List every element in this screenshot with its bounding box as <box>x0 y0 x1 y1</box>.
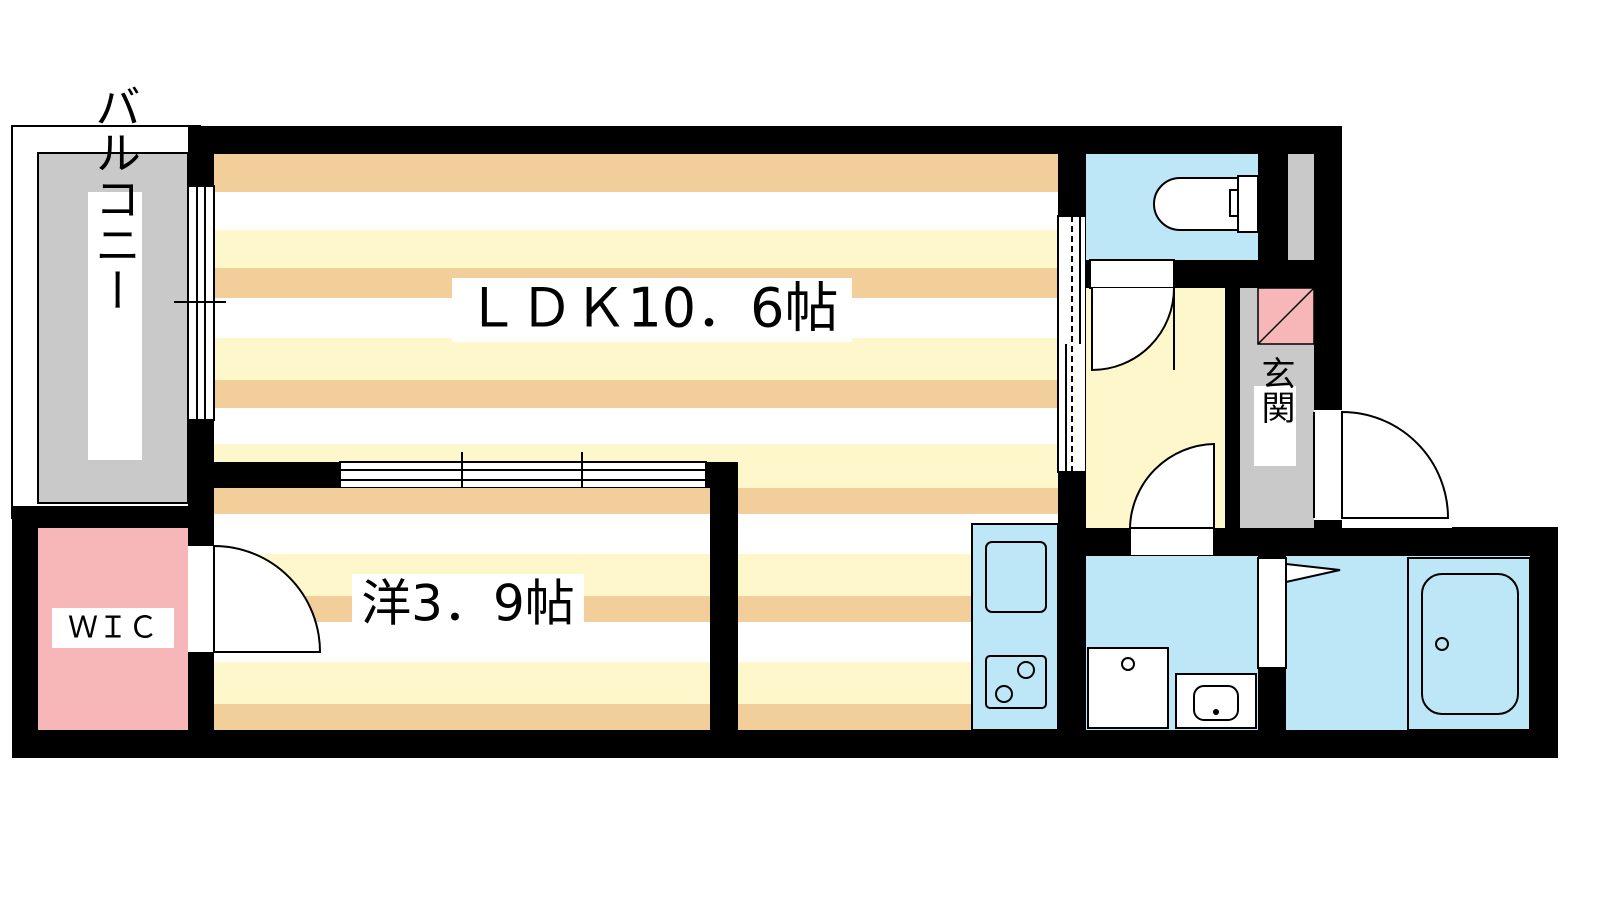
ldk-label-text: ＬＤＫ10．6帖 <box>465 277 838 340</box>
western-room-label-text: 洋3．9帖 <box>361 575 575 633</box>
balcony-label-text: バルコニー <box>88 83 142 313</box>
washing-machine-drain <box>1121 657 1135 671</box>
wic-label-text: ＷＩＣ <box>68 611 158 646</box>
western-room-label: 洋3．9帖 <box>352 574 584 638</box>
bathroom-door-opening <box>1257 557 1287 669</box>
washroom-door-swing <box>1128 442 1215 529</box>
toilet-storage <box>1288 154 1314 260</box>
western-room-right-wall <box>710 462 738 734</box>
entrance-door-opening <box>1314 410 1342 520</box>
kitchen-sink <box>985 541 1047 613</box>
kitchen-stove <box>985 655 1047 709</box>
washroom-door-opening <box>1129 527 1215 557</box>
ldk-east-door-opening <box>1057 215 1087 473</box>
stove-burner-2 <box>995 685 1013 703</box>
shoe-box-diagonal <box>1257 287 1315 345</box>
wic-door-opening <box>188 546 214 652</box>
vanity-basin <box>1193 685 1239 721</box>
toilet-tank-knob <box>1229 189 1239 217</box>
wic-label: ＷＩＣ <box>52 608 174 648</box>
toilet-bowl <box>1153 177 1239 231</box>
bathtub-drain <box>1435 637 1449 651</box>
stove-burner-1 <box>1017 661 1035 679</box>
toilet-door-swing <box>1091 287 1175 372</box>
ldk-label: ＬＤＫ10．6帖 <box>452 277 852 342</box>
bathroom-folding-door <box>1285 562 1341 584</box>
entrance-door-swing <box>1341 410 1450 519</box>
vanity-drain <box>1213 709 1219 715</box>
toilet-tank <box>1237 175 1259 233</box>
toilet-door-opening <box>1089 259 1175 289</box>
entrance-label: 玄関 <box>1254 356 1296 466</box>
wic-door-swing-front <box>213 544 322 653</box>
bathtub-basin <box>1421 573 1519 715</box>
balcony-label: バルコニー <box>88 83 142 460</box>
entrance-label-text: 玄関 <box>1255 356 1295 424</box>
sliding-door-opening <box>339 461 707 489</box>
